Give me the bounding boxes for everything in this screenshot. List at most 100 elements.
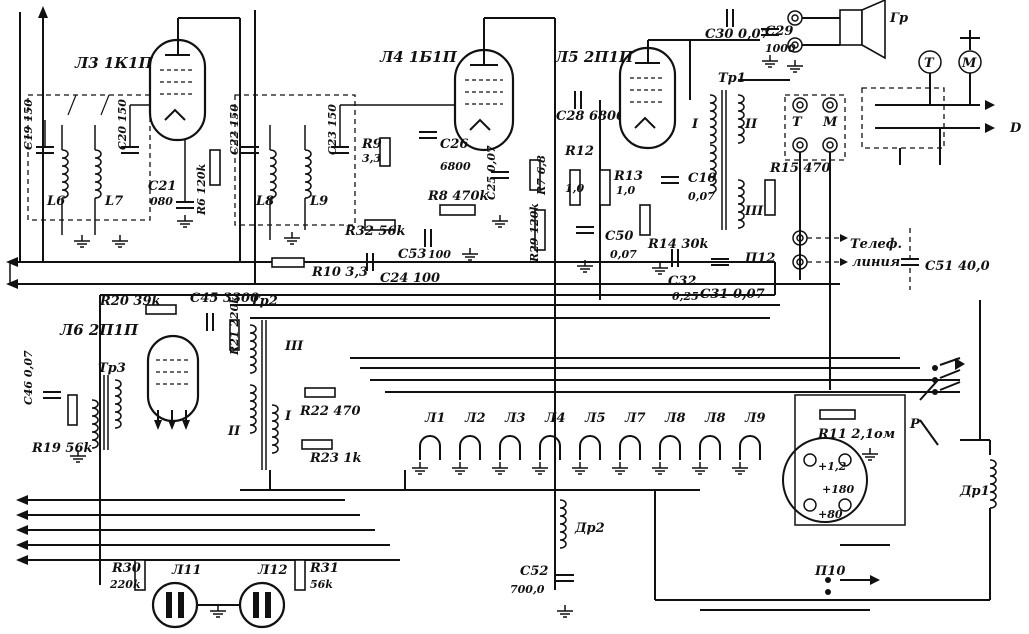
filament-label-2: Л2: [464, 411, 486, 426]
battery-section: R11 2,1ом +1,2 +180 +80 П10 P Др1: [654, 379, 997, 611]
filament-label-5: Л5: [584, 411, 606, 426]
tr1-winding-3: III: [744, 204, 764, 219]
tr2-winding-3: III: [284, 339, 304, 354]
r30-label: R30: [111, 561, 141, 576]
c21-label: C21: [148, 179, 176, 194]
relay-box: T M D: [861, 30, 1022, 165]
speaker-section: C30 0,07 C29 1000 Гр: [705, 0, 908, 73]
c52-value: 700,0: [510, 583, 545, 596]
d-label: D: [1009, 121, 1022, 136]
speaker-jack-1: [787, 10, 803, 26]
c26-value: 6800: [440, 160, 471, 173]
c10-value: 0,07: [688, 190, 715, 203]
c20-label: C20 150: [116, 99, 129, 150]
r21-label: R21 220k: [228, 296, 241, 356]
bottom-left: R30 220k R31 56k Л11 Л12: [16, 495, 400, 629]
c51-label: C51 40,0: [925, 259, 990, 274]
choke-dr2: Др2 C52 700,0: [510, 499, 605, 618]
transformer-tr1: Тр1 I II III R15 470 П12: [689, 39, 831, 266]
c28-label: C28 6800: [556, 109, 625, 124]
tr2-winding-1: I: [284, 409, 292, 424]
l7-coil-label: L7: [104, 194, 123, 209]
r29-label: R29 120k: [528, 203, 541, 263]
r8-label: R8 470k: [427, 189, 489, 204]
p-switch-label: P: [909, 417, 921, 432]
r19-label: R19 56k: [31, 441, 93, 456]
meter-m-label: M: [961, 56, 977, 71]
c25-label: C25 0,07: [485, 145, 498, 200]
if-transformer-1: C19 150 C20 150 L6 L7: [22, 94, 165, 248]
tube-l11-label: Л11: [171, 563, 202, 578]
r30-value: 220k: [109, 578, 141, 591]
r23-label: R23 1k: [309, 451, 361, 466]
r12-label: R12: [564, 144, 594, 159]
tr3-label: Тр3: [98, 361, 126, 376]
switch-t-label: T: [792, 115, 803, 130]
tube-l3: Л3 1К1П C21 080 R6 120k: [74, 17, 241, 262]
c46-label: C46 0,07: [22, 350, 35, 405]
tube-l5-label: Л5 2П1П: [554, 48, 634, 66]
r9-value: 3,3: [362, 152, 381, 165]
tr2-label: Тр2: [250, 294, 278, 309]
tube-l4: Л4 1Б1П R9 3,3 C26 6800 R8 470k R32 56k …: [344, 17, 556, 263]
c26-label: C26: [440, 137, 468, 152]
filament-label-4: Л4: [544, 411, 566, 426]
c19-label: C19 150: [22, 99, 35, 150]
filament-label-7: Л7: [624, 411, 646, 426]
c52-label: C52: [520, 564, 548, 579]
c45-label: C45 3300: [190, 291, 259, 306]
c21-value: 080: [150, 195, 173, 208]
filament-row: Л1 Л2 Л3 Л4 Л5 Л7 Л8 Л8 Л9: [404, 411, 766, 490]
tube-l4-label: Л4 1Б1П: [379, 48, 458, 66]
c24-label: C24 100: [380, 271, 440, 286]
right-switches: [932, 300, 990, 441]
r31-value: 56k: [310, 578, 333, 591]
if-transformer-2: C22 150 C23 150 L8 L9: [228, 94, 460, 245]
c10-label: C10: [688, 171, 716, 186]
c50-value: 0,07: [610, 248, 637, 261]
tube-l12-label: Л12: [257, 563, 288, 578]
c50-label: C50: [605, 229, 633, 244]
tr1-winding-1: I: [691, 117, 699, 132]
tel-line-label-1: Телеф.: [850, 237, 902, 252]
r10-label: R10 3,3: [311, 265, 368, 280]
c32-value: 0,25: [672, 290, 699, 303]
filament-label-3: Л3: [504, 411, 526, 426]
switch-m-label: M: [822, 115, 838, 130]
c53-label: C53: [398, 247, 426, 262]
r32-label: R32 56k: [344, 224, 406, 239]
battery-plus-180: +180: [822, 483, 855, 496]
battery-plus-80: +80: [818, 508, 843, 521]
p12-switch-label: П12: [744, 251, 775, 266]
bus-lines: [6, 6, 840, 590]
tube-l5: C28 6800 Л5 2П1П R12 1,0 C50 0,07 R13 1,…: [554, 39, 765, 303]
r6-label: R6 120k: [195, 163, 208, 216]
c23-label: C23 150: [326, 104, 339, 155]
speaker-label: Гр: [889, 11, 908, 26]
r31-label: R31: [309, 561, 339, 576]
r13-value: 1,0: [616, 184, 635, 197]
filament-label-8a: Л8: [664, 411, 686, 426]
r9-label: R9: [361, 137, 382, 152]
dr1-label: Др1: [959, 484, 990, 499]
c22-label: C22 150: [228, 104, 241, 155]
tel-line-label-2: линия: [852, 255, 900, 270]
tube-l6: Л6 2П1П R20 39k C45 3300 R21 220k Тр2 II…: [22, 291, 700, 585]
battery-plus-1v2: +1,2: [818, 460, 847, 473]
dr2-label: Др2: [574, 521, 605, 536]
c30-label: C30 0,07: [705, 27, 770, 42]
c29-label: C29: [765, 24, 793, 39]
tr1-winding-2: II: [744, 117, 758, 132]
r12-value: 1,0: [565, 182, 584, 195]
c29-value: 1000: [765, 42, 796, 55]
tr1-label: Тр1: [718, 71, 746, 86]
l6-coil-label: L6: [46, 194, 65, 209]
telephone-line: Телеф. линия C51 40,0: [792, 228, 990, 290]
r20-label: R20 39k: [99, 294, 161, 309]
filament-label-8b: Л8: [704, 411, 726, 426]
tube-l6-label: Л6 2П1П: [59, 321, 139, 339]
p10-switch-label: П10: [814, 564, 845, 579]
filament-label-9: Л9: [744, 411, 766, 426]
l8-coil-label: L8: [255, 194, 274, 209]
